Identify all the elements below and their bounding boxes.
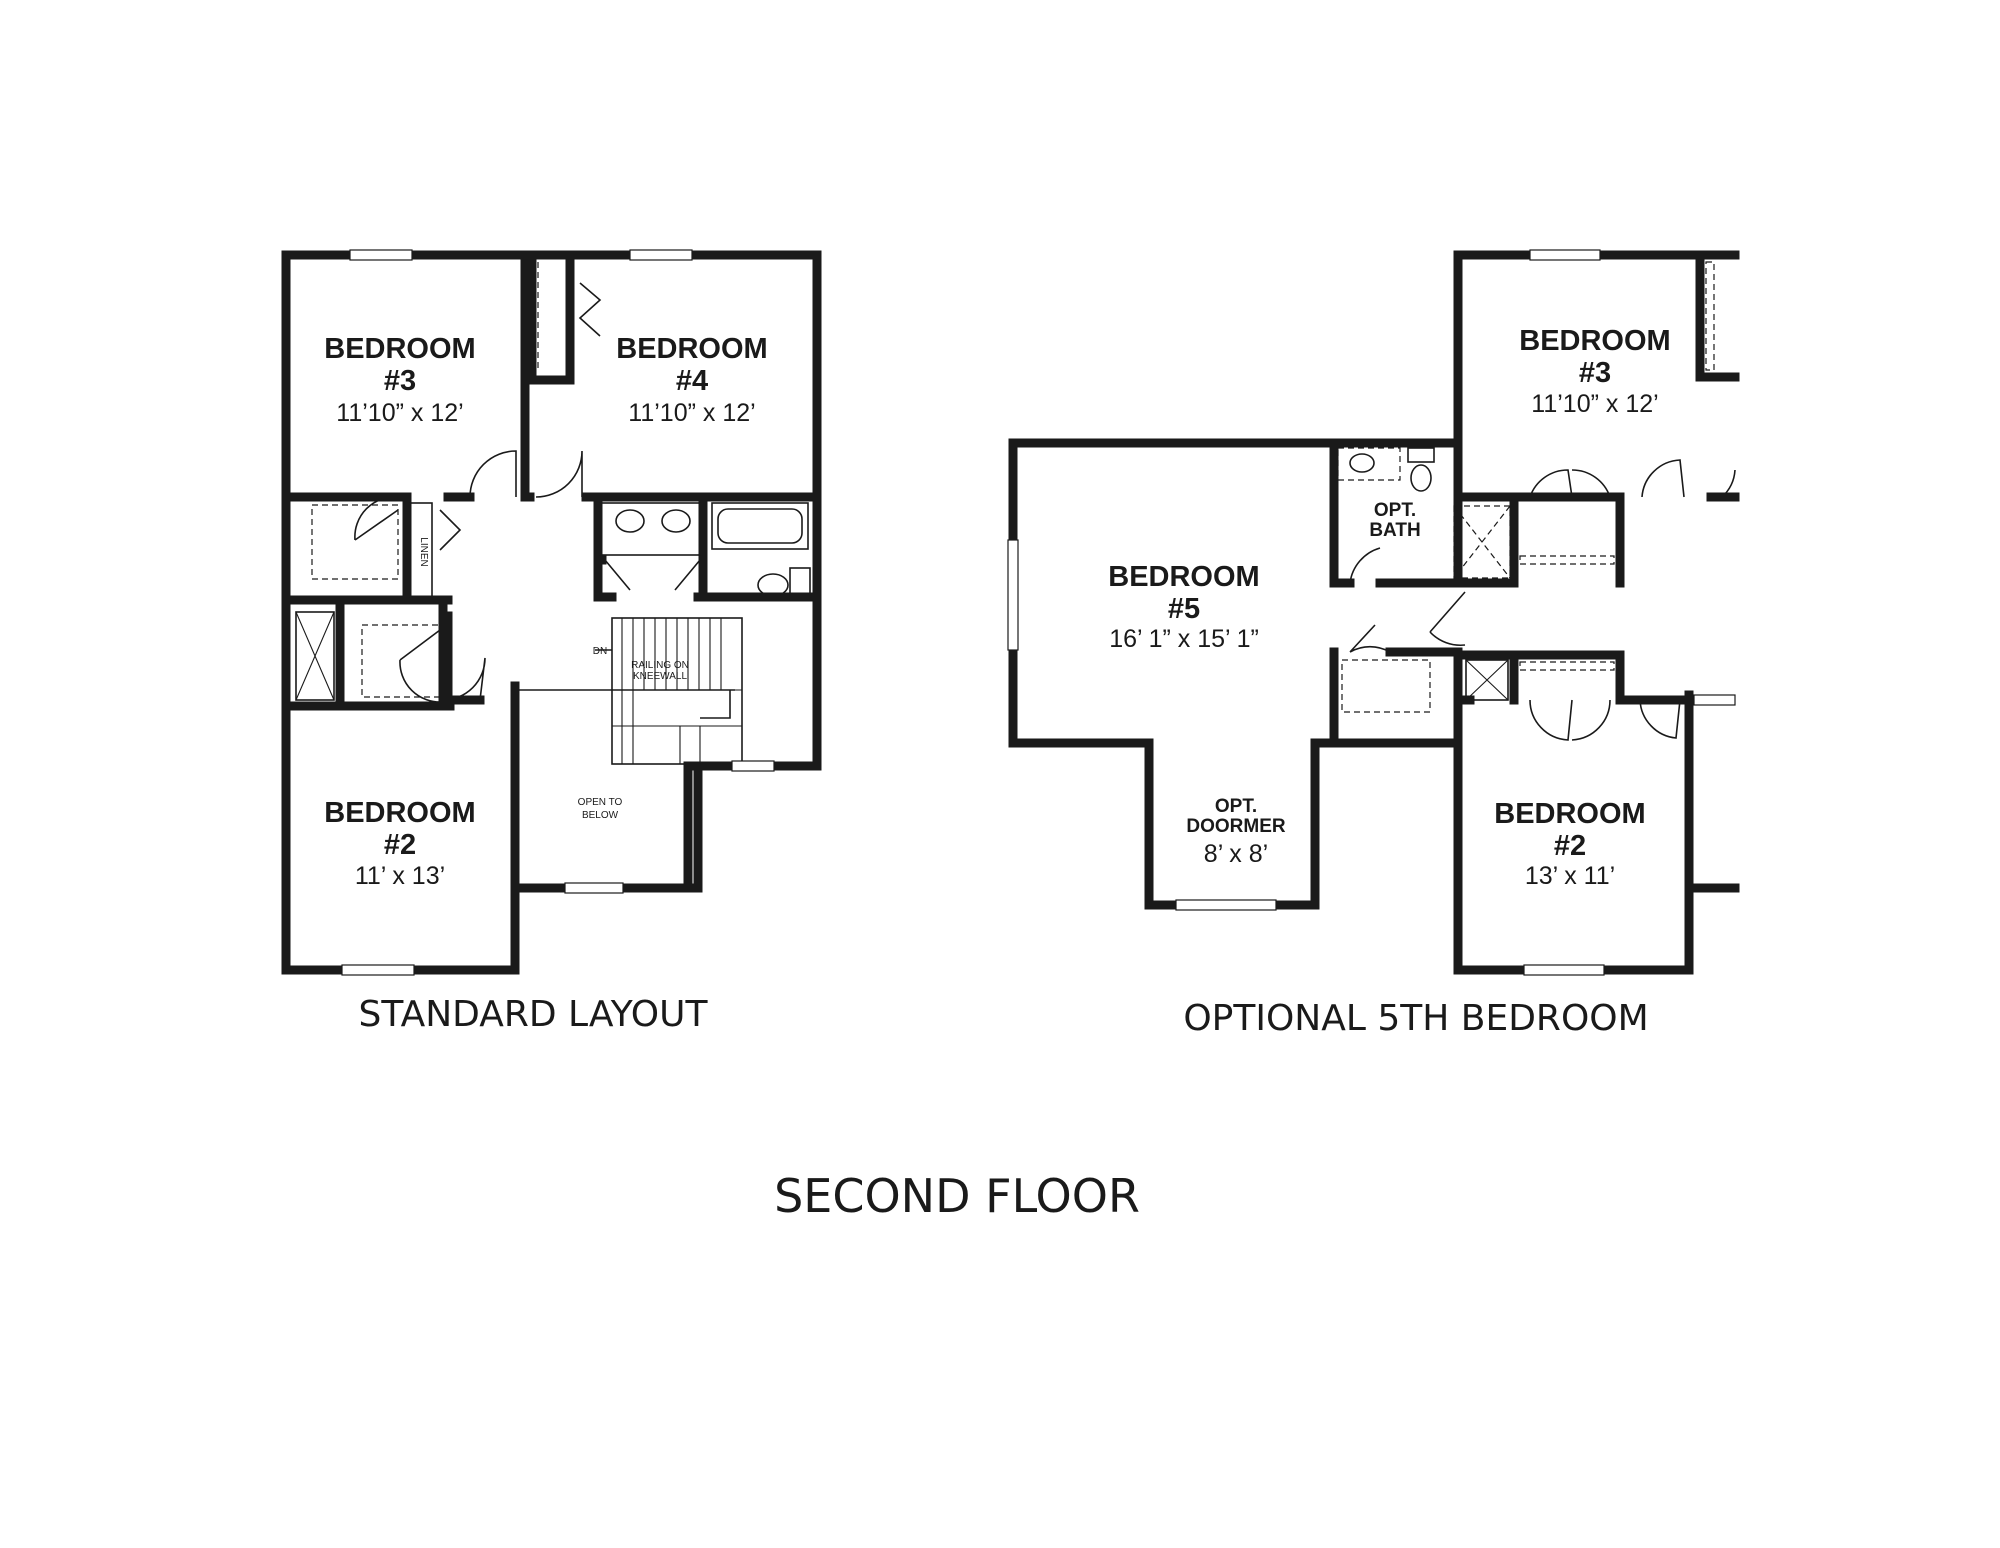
opt-shelving-box xyxy=(1465,659,1509,701)
sink-left-icon xyxy=(615,509,645,533)
closet-shelf-b2 xyxy=(361,624,441,698)
opt-window-right xyxy=(1693,694,1736,706)
linen-label: LINEN xyxy=(418,537,429,566)
door-b2 xyxy=(442,657,486,701)
opt-room-b5-name: BEDROOM xyxy=(1108,561,1259,593)
opt-door-b3 xyxy=(1641,459,1685,498)
room-b4-dims: 11’10” x 12’ xyxy=(628,399,755,427)
room-b2-num: #2 xyxy=(384,829,416,861)
opt-door-closet-b5 xyxy=(1349,624,1391,653)
opt-closet-b5 xyxy=(1341,659,1431,713)
room-b4-num: #4 xyxy=(676,365,708,397)
opt-dormer-dims: 8’ x 8’ xyxy=(1204,840,1268,868)
shelving-box xyxy=(295,611,335,701)
optional-layout-plan: BEDROOM #3 11’10” x 12’ BEDROOM #5 16’ 1… xyxy=(1007,249,1740,976)
opt-window-b3 xyxy=(1529,249,1601,261)
opt-dormer-label-2: DOORMER xyxy=(1186,816,1286,837)
optional-interior-walls xyxy=(1329,438,1694,748)
optional-exterior-wall xyxy=(1008,250,1740,975)
sink-right-icon xyxy=(661,509,691,533)
window-b3 xyxy=(349,249,413,261)
window-b4 xyxy=(629,249,693,261)
opt-shower xyxy=(1453,505,1511,579)
bathtub-inner xyxy=(717,508,803,544)
railing-label-2: KNEEWALL xyxy=(633,671,688,682)
opt-door-closet-b3 xyxy=(1529,469,1611,498)
opt-room-b2-name: BEDROOM xyxy=(1494,798,1645,830)
opt-dormer-label-1: OPT. xyxy=(1215,796,1257,817)
opt-shelving-x xyxy=(1465,659,1509,701)
opt-bath-label-2: BATH xyxy=(1369,520,1420,541)
standard-layout-plan: BEDROOM #3 11’10” x 12’ BEDROOM #4 11’10… xyxy=(281,249,822,976)
opt-window-b5 xyxy=(1007,539,1019,651)
window-b2 xyxy=(341,964,415,976)
linen-closet xyxy=(409,502,433,598)
open-label-1: OPEN TO xyxy=(578,797,623,808)
stair-dn-label: DN xyxy=(593,646,607,657)
standard-interior-walls xyxy=(281,250,822,893)
opt-room-b5-dims: 16’ 1” x 15’ 1” xyxy=(1109,625,1259,653)
toilet-tank xyxy=(789,567,811,601)
opt-door-b2 xyxy=(1639,699,1681,739)
opt-closet-shelf-right xyxy=(1705,261,1715,371)
stairs-icon xyxy=(611,617,743,765)
opt-room-b5-num: #5 xyxy=(1168,593,1200,625)
open-label-2: BELOW xyxy=(582,810,619,821)
opt-door-bath xyxy=(1349,547,1381,584)
toilet-icon xyxy=(757,573,789,597)
opt-bath-sink-icon xyxy=(1349,453,1375,473)
door-linen xyxy=(439,509,462,551)
door-b3 xyxy=(469,450,517,498)
closet-shelf-b3 xyxy=(311,504,399,580)
window-open xyxy=(564,882,624,894)
door-closet-b3 xyxy=(354,496,399,541)
room-b2-name: BEDROOM xyxy=(324,797,475,829)
opt-room-b2-dims: 13’ x 11’ xyxy=(1525,862,1615,890)
opt-bath-label-1: OPT. xyxy=(1374,500,1416,521)
door-closet-b2 xyxy=(399,629,443,703)
window-stair xyxy=(731,760,775,772)
opt-closet-shelf-b2 xyxy=(1519,661,1615,671)
opt-bath-vanity xyxy=(1337,447,1401,481)
opt-door-hall xyxy=(1429,591,1466,647)
room-b3-name: BEDROOM xyxy=(324,333,475,365)
vanity-counter xyxy=(599,502,701,556)
room-b3-num: #3 xyxy=(384,365,416,397)
optional-caption: OPTIONAL 5TH BEDROOM xyxy=(1183,998,1648,1039)
door-bath xyxy=(604,559,701,591)
opt-door-closet-b2 xyxy=(1529,699,1611,741)
door-closet-b4 xyxy=(578,282,602,337)
opt-room-b3-num: #3 xyxy=(1579,357,1611,389)
opt-toilet-icon xyxy=(1410,464,1432,492)
opt-room-b3-dims: 11’10” x 12’ xyxy=(1531,390,1658,418)
opt-shower-x xyxy=(1453,505,1511,579)
railing-label-1: RAILING ON xyxy=(631,660,689,671)
standard-caption: STANDARD LAYOUT xyxy=(359,994,709,1035)
room-b3-dims: 11’10” x 12’ xyxy=(336,399,463,427)
page-title: SECOND FLOOR xyxy=(774,1169,1140,1223)
room-b4-name: BEDROOM xyxy=(616,333,767,365)
shelving-x xyxy=(295,611,335,701)
opt-room-b2-num: #2 xyxy=(1554,830,1586,862)
opt-door-right xyxy=(1721,469,1736,498)
opt-window-dormer xyxy=(1175,899,1277,911)
opt-window-b2 xyxy=(1523,964,1605,976)
opt-room-b3-name: BEDROOM xyxy=(1519,325,1670,357)
bathtub-icon xyxy=(711,502,809,550)
room-b2-dims: 11’ x 13’ xyxy=(355,862,445,890)
opt-toilet-tank xyxy=(1407,447,1435,463)
opt-closet-shelf-b3 xyxy=(1519,555,1615,565)
door-b4 xyxy=(535,450,583,498)
